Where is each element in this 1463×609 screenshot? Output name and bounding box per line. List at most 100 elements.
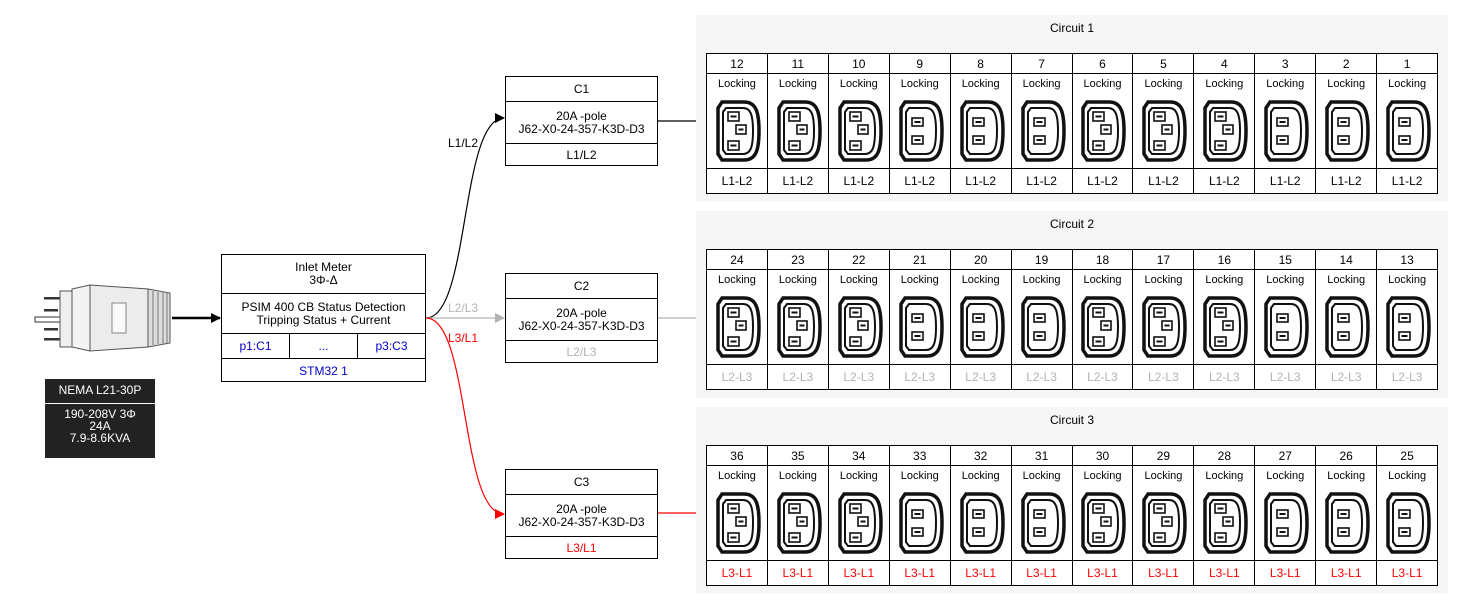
outlet-number: 36 — [707, 446, 767, 466]
iec-c13-locking-outlet-icon — [1377, 93, 1438, 169]
outlet-phase: L2-L3 — [1391, 370, 1423, 384]
outlet-lock-label: Locking — [961, 273, 1000, 286]
plug-spec-box: NEMA L21-30P 190-208V 3Φ 24A 7.9-8.6KVA — [45, 379, 155, 458]
outlet-lock-label: Locking — [1266, 273, 1305, 286]
iec-c19-locking-outlet-icon — [707, 93, 767, 169]
outlet-phase: L1-L2 — [782, 174, 814, 188]
iec-c13-locking-outlet-icon — [1377, 289, 1438, 365]
outlet-phase: L1-L2 — [1087, 174, 1118, 188]
iec-c13-locking-outlet-icon — [1255, 289, 1316, 365]
outlet-number: 23 — [767, 250, 828, 270]
outlet-phase: L1-L2 — [721, 174, 753, 188]
outlet-number: 22 — [828, 250, 889, 270]
outlet-number: 4 — [1194, 54, 1255, 74]
iec-c19-locking-outlet-icon — [828, 289, 889, 365]
iec-c13-locking-outlet-icon — [889, 485, 950, 561]
outlet-number: 29 — [1133, 446, 1194, 466]
outlet-phase: L3-L1 — [1330, 566, 1362, 580]
breaker-c2[interactable]: C2 20A -pole J62-X0-24-357-K3D-D3 L2/L3 — [505, 273, 658, 363]
iec-c13-locking-outlet-icon — [1011, 485, 1072, 561]
outlet-phase: L3-L1 — [782, 566, 814, 580]
edge-label-l1l2: L1/L2 — [448, 136, 478, 150]
edge-l3l1 — [425, 317, 505, 519]
outlet-phase: L2-L3 — [1269, 370, 1301, 384]
outlet-lock-label: Locking — [1205, 469, 1244, 482]
outlet-phase: L1-L2 — [843, 174, 875, 188]
outlet-phase: L3-L1 — [965, 566, 996, 580]
outlet-lock-label: Locking — [1205, 273, 1244, 286]
breaker-rating: 20A -pole J62-X0-24-357-K3D-D3 — [506, 298, 657, 340]
outlet-lock-label: Locking — [718, 469, 756, 482]
outlet-number: 27 — [1255, 446, 1316, 466]
breaker-rating: 20A -pole J62-X0-24-357-K3D-D3 — [506, 494, 657, 536]
iec-c19-locking-outlet-icon — [1133, 289, 1194, 365]
outlet-number: 7 — [1011, 54, 1072, 74]
iec-c13-locking-outlet-icon — [1255, 485, 1316, 561]
outlet-phase: L1-L2 — [1269, 174, 1301, 188]
meter-ports: p1:C1 ... p3:C3 — [222, 333, 425, 358]
outlet-phase: L2-L3 — [1148, 370, 1179, 384]
circuit-title: Circuit 2 — [1049, 217, 1094, 231]
outlet-number: 13 — [1377, 250, 1438, 270]
breaker-c3[interactable]: C3 20A -pole J62-X0-24-357-K3D-D3 L3/L1 — [505, 469, 658, 559]
port-last[interactable]: p3:C3 — [357, 334, 425, 358]
iec-c19-locking-outlet-icon — [1072, 93, 1133, 169]
outlet-lock-label: Locking — [778, 77, 817, 90]
port-first[interactable]: p1:C1 — [239, 339, 272, 353]
iec-c19-locking-outlet-icon — [767, 289, 828, 365]
outlet-lock-label: Locking — [900, 469, 939, 482]
iec-c13-locking-outlet-icon — [1316, 485, 1377, 561]
inlet-meter-node[interactable]: Inlet Meter 3Φ-Δ PSIM 400 CB Status Dete… — [221, 254, 426, 382]
breaker-name: C1 — [573, 82, 590, 96]
iec-c13-locking-outlet-icon — [1255, 93, 1316, 169]
outlet-number: 28 — [1194, 446, 1255, 466]
outlet-lock-label: Locking — [839, 273, 878, 286]
iec-c13-locking-outlet-icon — [889, 93, 950, 169]
iec-c19-locking-outlet-icon — [1133, 93, 1194, 169]
outlet-lock-label: Locking — [778, 273, 817, 286]
iec-c19-locking-outlet-icon — [767, 485, 828, 561]
meter-controller[interactable]: STM32 1 — [222, 358, 425, 382]
breaker-c1[interactable]: C1 20A -pole J62-X0-24-357-K3D-D3 L1/L2 — [505, 76, 658, 166]
outlet-phase: L3-L1 — [1391, 566, 1423, 580]
outlet-phase: L1-L2 — [1391, 174, 1423, 188]
outlet-phase: L3-L1 — [843, 566, 875, 580]
